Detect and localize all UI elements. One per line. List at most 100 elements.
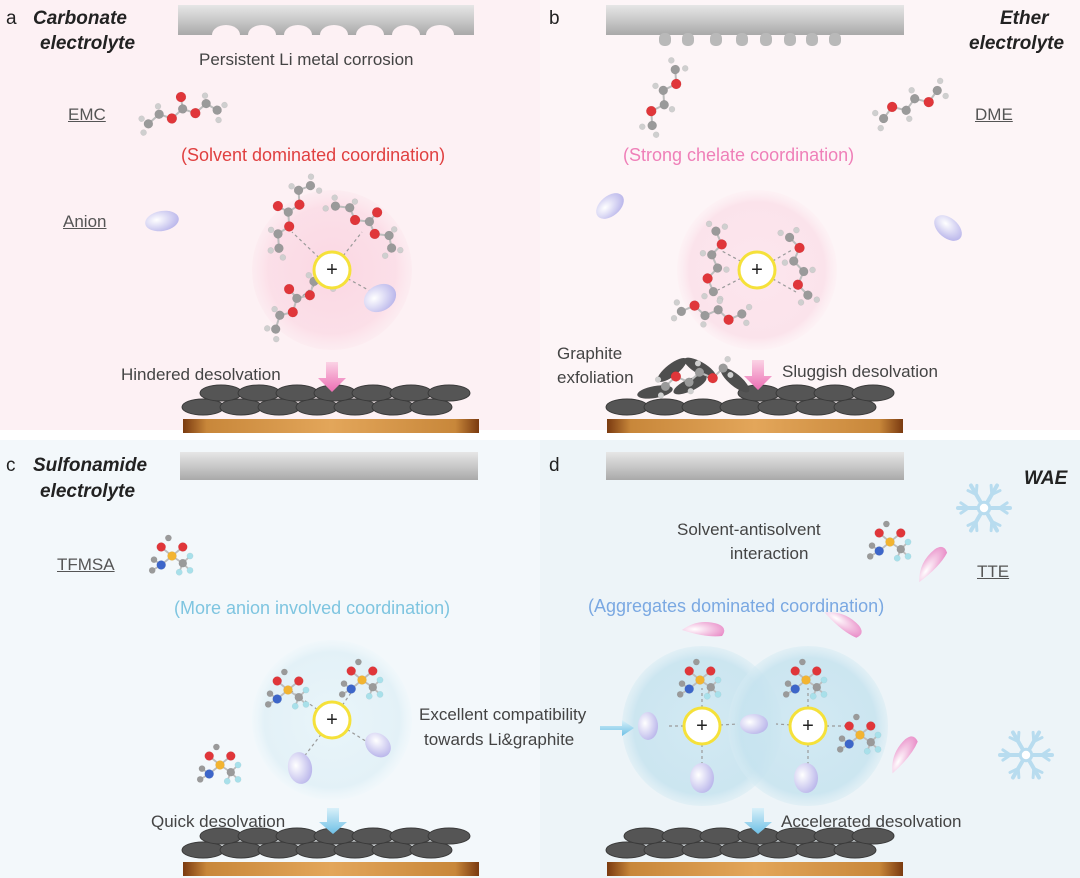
li-dendrite [784, 33, 796, 46]
atom [790, 666, 800, 676]
atom [702, 273, 713, 284]
atom [689, 300, 700, 311]
snowflake-branch [1032, 767, 1044, 774]
atom [906, 115, 913, 123]
atom [708, 286, 719, 297]
atom [721, 223, 729, 230]
panel-d-title: WAE [1024, 468, 1068, 489]
panel-b-anion-icon [596, 193, 624, 219]
panel-a-top-caption: Persistent Li metal corrosion [199, 50, 414, 69]
atom [711, 226, 721, 236]
atom [699, 249, 707, 257]
graphite-flake [389, 384, 433, 402]
atom [874, 528, 884, 538]
snowflake-branch [974, 520, 979, 533]
atom [908, 86, 915, 94]
atom [793, 226, 800, 234]
li-ion-symbol: + [326, 709, 338, 731]
copper-current-collector [607, 862, 903, 876]
atom [234, 776, 242, 783]
atom [676, 691, 684, 698]
panel-c-letter: c [6, 455, 16, 476]
atom [723, 266, 730, 273]
atom [177, 104, 188, 114]
atom [272, 200, 284, 212]
graphite-flake [427, 384, 471, 402]
atom [703, 692, 711, 700]
atom [226, 751, 236, 761]
atom [863, 747, 871, 755]
li-ion-symbol: + [751, 259, 763, 281]
atom [904, 538, 912, 546]
atom [140, 129, 147, 136]
panel-d-tfmsa-molecule [866, 520, 912, 562]
li-dendrite [682, 33, 694, 46]
panel-b-graphite-electrode [605, 384, 903, 433]
panel-d-sheath-molecule [836, 713, 882, 755]
snowflake-branch [989, 483, 994, 496]
panel-c-coordination-text: (More anion involved coordination) [174, 598, 451, 618]
atom [204, 751, 214, 761]
atom [820, 676, 828, 684]
atom [678, 680, 686, 687]
copper-current-collector [183, 419, 479, 433]
panel-a-solvent-label: EMC [68, 105, 106, 124]
atom [745, 303, 753, 311]
atom [886, 101, 898, 113]
atom [799, 658, 806, 666]
atom [175, 91, 187, 103]
atom [654, 376, 662, 383]
copper-current-collector [183, 862, 479, 876]
atom [923, 96, 934, 108]
atom [384, 230, 394, 241]
atom [283, 221, 295, 232]
lobe-shape [682, 622, 725, 637]
atom [784, 680, 792, 687]
panel-c-sheath-molecule [338, 658, 384, 700]
li-ion-ring [312, 250, 352, 290]
atom [315, 187, 323, 194]
atom [670, 371, 682, 382]
atom [201, 98, 211, 109]
graphite-flake [623, 827, 667, 845]
atom [670, 314, 678, 322]
atom [150, 556, 158, 563]
graphite-flake [775, 384, 819, 402]
snowflake-center [1018, 747, 1034, 763]
atom [272, 335, 280, 343]
graphite-flake [351, 384, 395, 402]
atom [294, 676, 304, 686]
atom [798, 266, 809, 277]
li-dendrite [760, 33, 772, 46]
atom [351, 198, 359, 205]
panel-b-arrow-icon [744, 360, 772, 390]
graphite-flake [699, 827, 743, 845]
atom [212, 105, 222, 115]
atom [716, 239, 727, 250]
snowflake-branch [1008, 736, 1020, 743]
coordination-dash [775, 723, 809, 727]
li-dendrite [829, 33, 841, 46]
atom [287, 306, 299, 318]
atom [263, 325, 271, 332]
atom [272, 694, 282, 704]
li-ion-symbol: + [326, 259, 338, 281]
panel-a-coordination-text: (Solvent dominated coordination) [181, 145, 446, 165]
atom [660, 381, 671, 392]
panel-a-graphite-electrode [181, 384, 479, 433]
atom [647, 120, 657, 131]
panel-d-letter: d [549, 455, 560, 476]
atom [156, 542, 166, 552]
atom [264, 701, 272, 708]
atom [639, 123, 646, 130]
atom [936, 77, 944, 85]
atom [844, 739, 854, 749]
atom [274, 243, 284, 253]
atom [357, 675, 367, 685]
graphite-flake [605, 398, 649, 416]
atom [196, 776, 204, 783]
panel-a-sheath-molecule [322, 194, 404, 259]
li-ion-ring [682, 706, 722, 746]
panel-a-letter: a [6, 8, 17, 29]
li-ion-ring [788, 706, 828, 746]
